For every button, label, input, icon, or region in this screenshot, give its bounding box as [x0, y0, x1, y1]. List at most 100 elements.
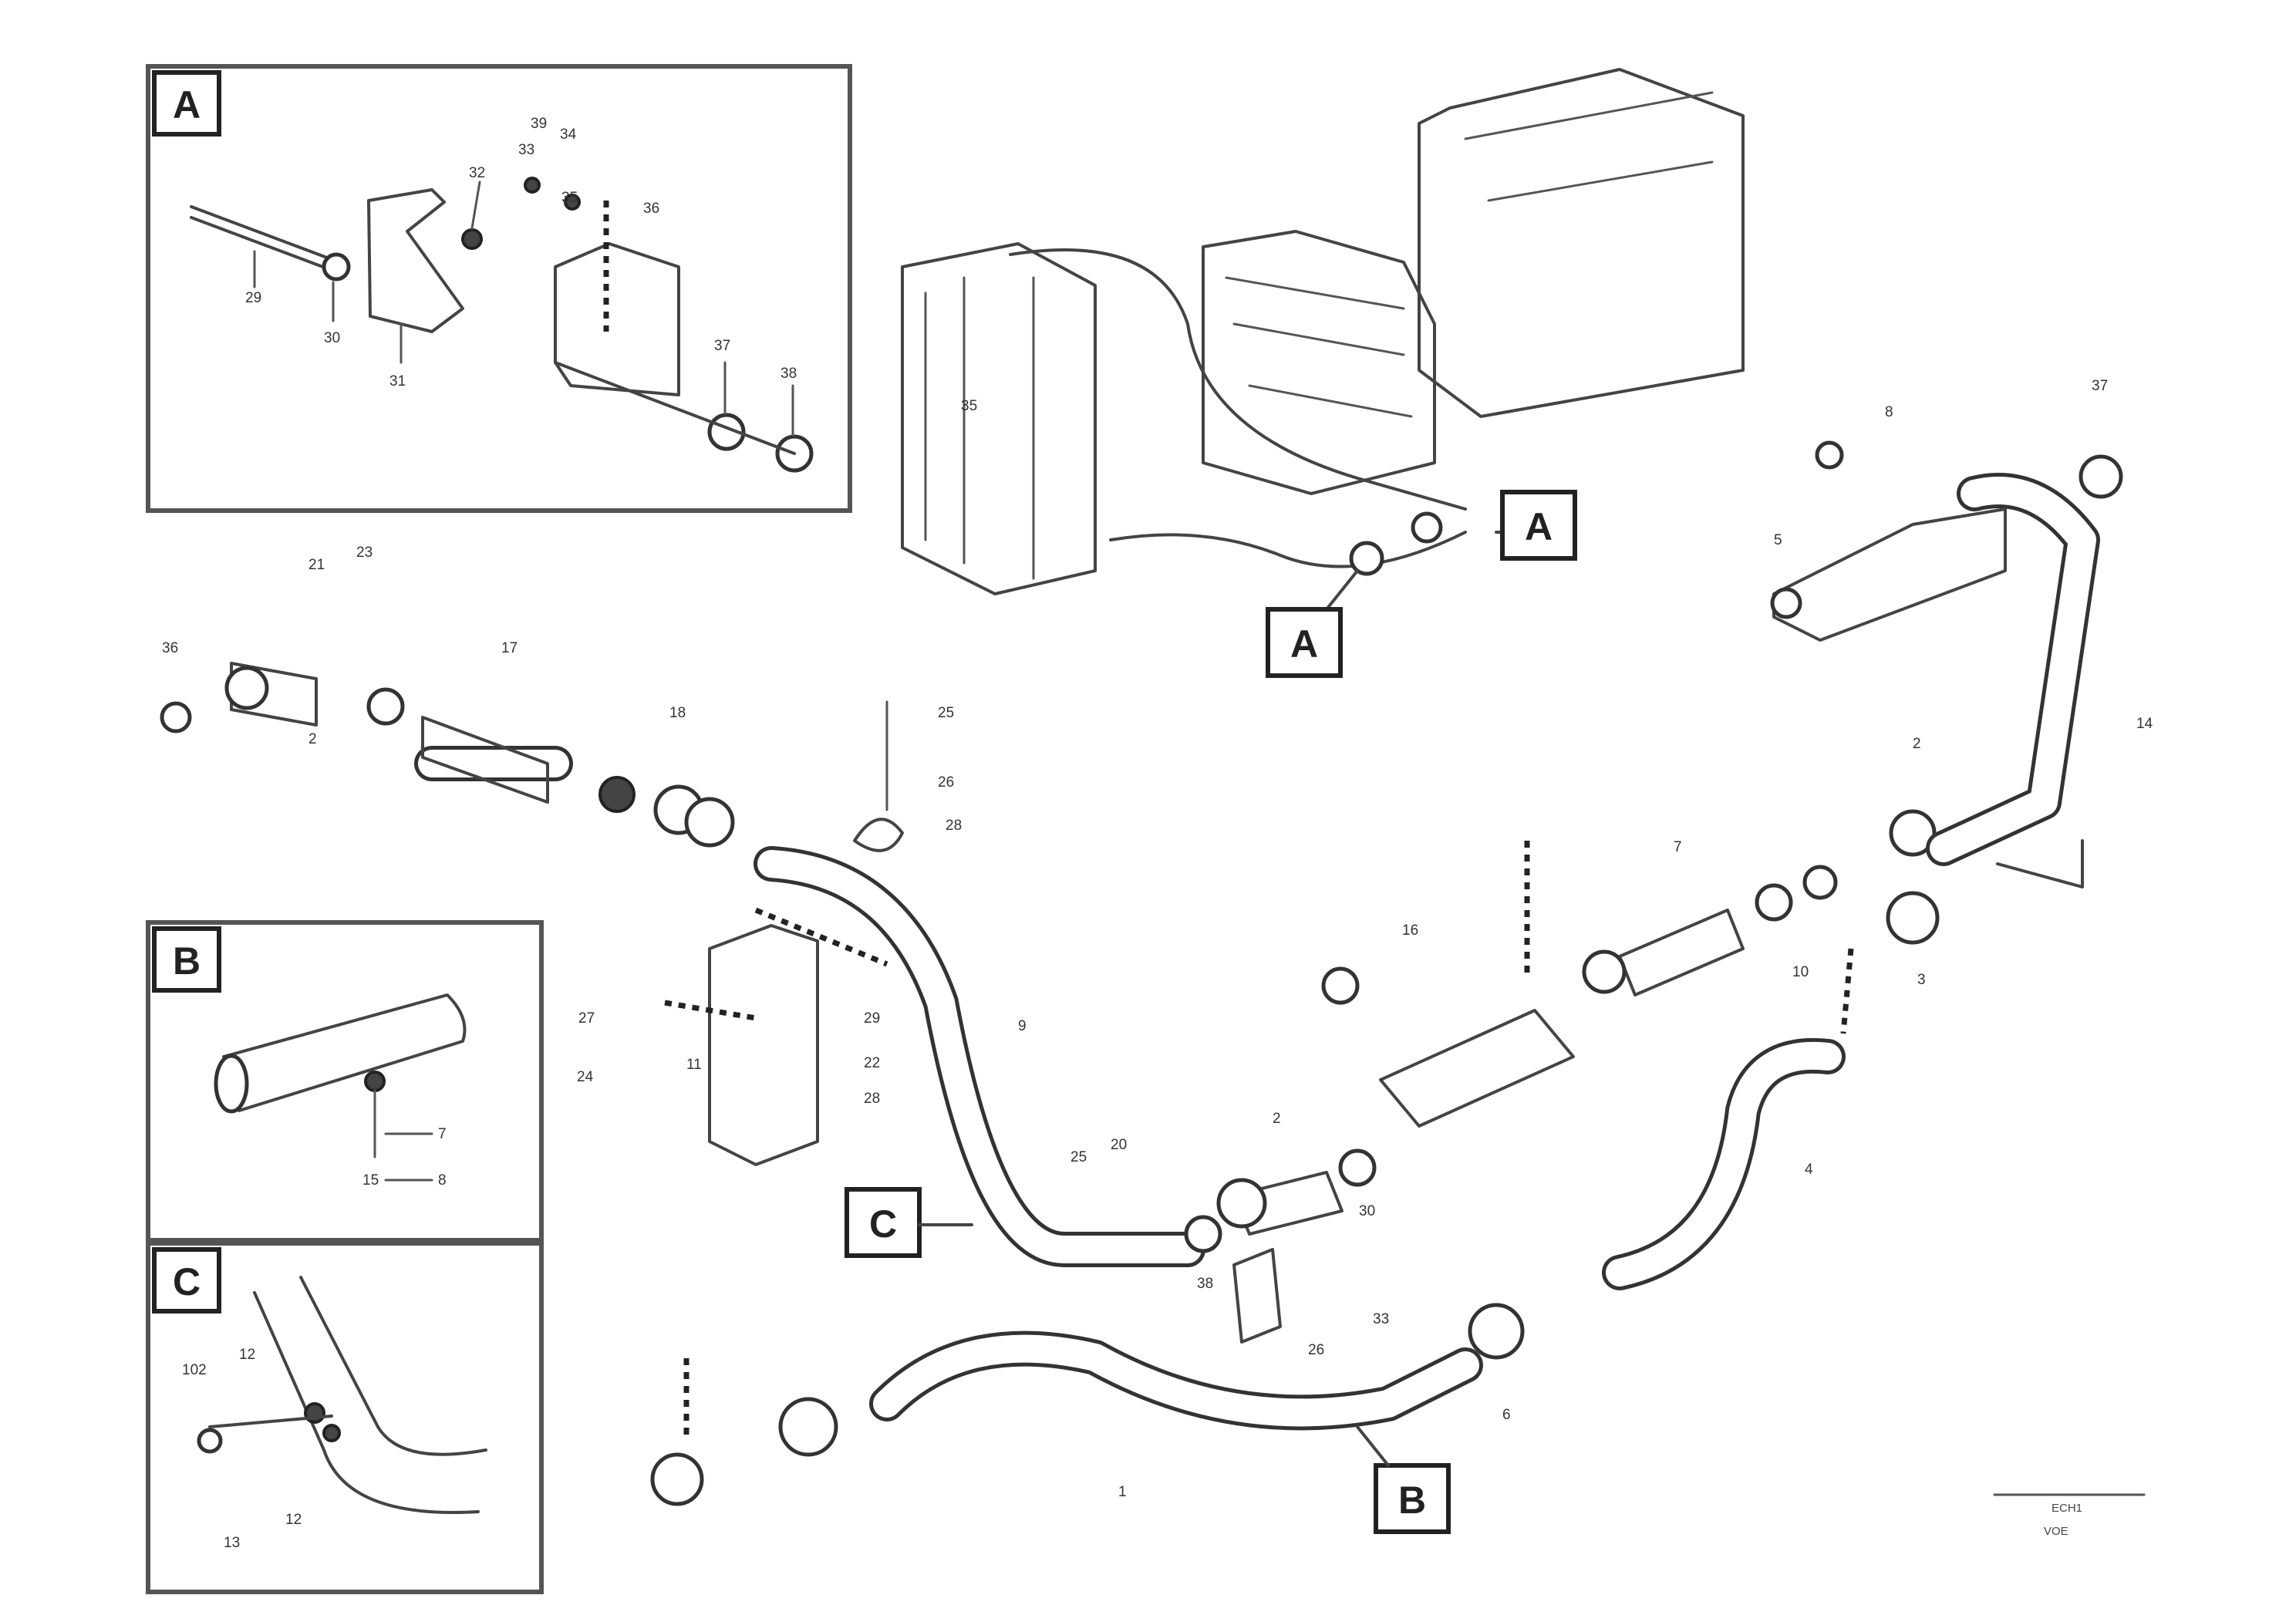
- detail-c-label-12b: 12: [285, 1512, 302, 1528]
- detail-c-hose-inner: [299, 1276, 487, 1456]
- label-9: 9: [1018, 1018, 1027, 1034]
- svg-text:C: C: [173, 1260, 201, 1303]
- label-24: 24: [577, 1069, 594, 1085]
- detail-a-plate: [554, 242, 680, 396]
- clip-20: [1232, 1248, 1282, 1344]
- valve-body: [1379, 1009, 1575, 1128]
- label-2: 2: [308, 731, 317, 747]
- callout-b-main: [1374, 1463, 1451, 1534]
- detail-b-label-8: 8: [438, 1172, 447, 1189]
- label-3: 3: [1917, 972, 1926, 988]
- hose-17: [421, 716, 549, 804]
- label-20: 20: [1111, 1137, 1127, 1153]
- label-2c: 2: [1913, 736, 1921, 752]
- label-33: 33: [1373, 1311, 1389, 1327]
- label-29: 29: [864, 1010, 880, 1027]
- detail-a-label-34: 34: [560, 126, 577, 143]
- reference-stamp: ECH1 VOE: [1993, 1493, 2146, 1538]
- cab-frame: [1418, 68, 1745, 418]
- clamp-18: [853, 818, 904, 852]
- label-4: 4: [1805, 1162, 1813, 1178]
- label-21: 21: [308, 557, 325, 573]
- radiator: [901, 242, 1097, 595]
- label-2b: 2: [1273, 1111, 1281, 1127]
- label-14: 14: [2136, 716, 2153, 732]
- detail-a-label-32: 32: [469, 165, 485, 181]
- label-30: 30: [1359, 1203, 1375, 1219]
- label-25a: 25: [938, 705, 954, 721]
- svg-text:C: C: [869, 1202, 897, 1246]
- label-5: 5: [1774, 532, 1782, 548]
- detail-b-frame: [146, 920, 544, 1243]
- detail-a-label-37: 37: [714, 338, 730, 354]
- upper-hose: [1009, 248, 1467, 511]
- label-22: 22: [864, 1055, 880, 1071]
- detail-c-hose-outer: [253, 1291, 480, 1514]
- label-25b: 25: [1070, 1149, 1087, 1165]
- machine-assembly: A A: [901, 68, 1745, 678]
- label-10: 10: [1792, 964, 1809, 980]
- detail-a-callout: [152, 70, 221, 137]
- detail-b-callout: [152, 926, 221, 993]
- label-11: 11: [686, 1057, 702, 1073]
- bracket-11: [708, 924, 819, 1166]
- pipe-route: C B: [160, 440, 2123, 1534]
- detail-b-label-15: 15: [362, 1172, 379, 1189]
- svg-text:A: A: [1525, 505, 1553, 548]
- callout-a-engine-bottom: [1266, 607, 1343, 678]
- label-36: 36: [162, 640, 178, 656]
- label-17: 17: [501, 640, 518, 656]
- engine-block: [1202, 230, 1436, 495]
- detail-view-a: A 29 30 31 32 33 34 35 36 37 38 39: [146, 64, 852, 513]
- detail-a-label-35: 35: [561, 190, 578, 206]
- detail-a-label-31: 31: [389, 373, 406, 389]
- label-28b: 28: [864, 1091, 880, 1107]
- pipe-9: [754, 846, 1205, 1267]
- label-7: 7: [1674, 839, 1682, 855]
- detail-a-label-38: 38: [781, 366, 797, 382]
- label-27: 27: [578, 1010, 595, 1027]
- detail-view-b: B 7 15 8: [146, 920, 544, 1243]
- detail-c-label-13: 13: [224, 1535, 240, 1551]
- label-26c: 26: [1308, 1342, 1324, 1358]
- detail-a-rod: [190, 205, 341, 264]
- detail-c-frame: [146, 1241, 544, 1594]
- detail-a-washer: [322, 252, 351, 282]
- label-1: 1: [1118, 1484, 1127, 1500]
- svg-text:B: B: [1398, 1479, 1426, 1522]
- detail-a-frame: [146, 64, 852, 513]
- detail-c-label-102: 102: [182, 1362, 207, 1378]
- label-26a: 26: [938, 774, 954, 791]
- detail-b-label-7: 7: [438, 1126, 447, 1142]
- detail-a-letter: A: [173, 83, 201, 126]
- detail-b-hose: [222, 993, 467, 1112]
- label-16: 16: [1402, 922, 1418, 939]
- label-18: 18: [669, 705, 686, 721]
- label-6: 6: [1502, 1407, 1511, 1423]
- detail-c-label-12: 12: [239, 1347, 255, 1363]
- bracket-upper-right: [1772, 508, 2007, 642]
- main-labels: 21 23 36 2 17 18 25 26 28 9 27 11 24 29 …: [162, 378, 2153, 1500]
- detail-a-label-29: 29: [245, 290, 261, 306]
- reference-code: VOE: [2044, 1525, 2068, 1538]
- label-37: 37: [2092, 378, 2108, 394]
- detail-a-label-39: 39: [531, 116, 547, 132]
- svg-text:A: A: [1290, 622, 1318, 666]
- lower-hose: [1109, 531, 1467, 568]
- label-28a: 28: [946, 818, 962, 834]
- detail-view-c: C 102 12 13 12: [146, 1241, 544, 1594]
- detail-a-label-33: 33: [518, 142, 534, 158]
- label-35: 35: [961, 398, 977, 414]
- callout-a-engine-right: [1500, 490, 1577, 561]
- detail-a-bracket: [367, 188, 464, 333]
- callout-c-main: [845, 1187, 922, 1258]
- label-38: 38: [1197, 1276, 1213, 1292]
- detail-a-label-36: 36: [643, 201, 659, 217]
- svg-text:B: B: [173, 939, 201, 983]
- hose-7: [1618, 909, 1745, 996]
- label-23: 23: [356, 545, 373, 561]
- detail-c-callout: [152, 1247, 221, 1313]
- sheet-code: ECH1: [2052, 1502, 2082, 1515]
- label-8: 8: [1885, 404, 1893, 420]
